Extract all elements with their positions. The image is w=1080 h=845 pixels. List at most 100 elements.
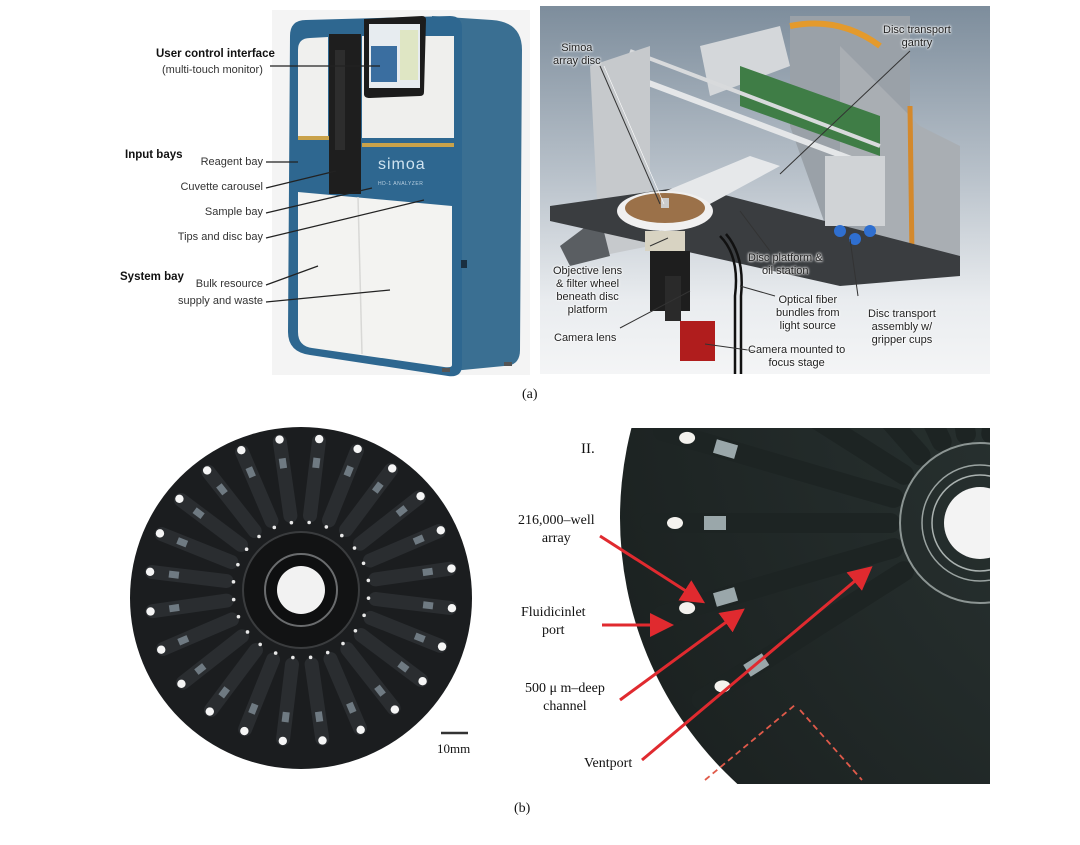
disc-channel [323, 651, 367, 735]
label-line: & filter wheel [556, 278, 620, 290]
disc-well-array [422, 601, 434, 610]
disc-inlet-port [437, 642, 447, 651]
disc-well-array [346, 701, 357, 714]
closeup-channels [640, 428, 990, 710]
label-line: gantry [901, 37, 933, 49]
label-line: assembly w/ [871, 321, 933, 333]
disc-vent-port [291, 655, 295, 660]
arrow-vent-port [641, 566, 873, 762]
closeup-inlet-port [679, 602, 696, 615]
label-channel: 500 μ m–deep channel [525, 680, 605, 716]
group-input-bays: Input bays [125, 149, 183, 161]
disc-well-array [245, 466, 256, 479]
closeup-inlet-port [679, 431, 696, 444]
disc-inlet-port [356, 725, 365, 734]
group-system-bay: System bay [120, 271, 184, 283]
disc-vent-port [273, 651, 278, 655]
disc-inlet-port [278, 736, 288, 746]
disc-channel [203, 642, 263, 717]
label-line: Disc transport [868, 308, 936, 320]
arrow-channel [619, 608, 745, 702]
disc-inlet-port [240, 726, 249, 736]
optics-mechanism [550, 16, 960, 374]
label-line: Simoa [561, 42, 593, 54]
disc-channels [145, 434, 457, 746]
disc-vent-port [361, 561, 366, 566]
label-line: Fluidicinlet [521, 605, 586, 620]
disc-inlet-port [237, 446, 246, 455]
disc-well-array [168, 570, 180, 579]
disc-channel [156, 612, 240, 656]
label-line: Camera lens [554, 332, 617, 344]
disc-well-array [412, 534, 425, 545]
disc-vent-port [341, 641, 345, 646]
disc-well-array [168, 603, 180, 613]
disc-vent-port [340, 533, 344, 538]
closeup-disc [620, 428, 990, 784]
disc-inlet-port [155, 529, 165, 538]
leader-sample-bay [265, 187, 373, 214]
label-disc-transport-assembly: Disc transport assembly w/ gripper cups [868, 308, 936, 347]
disc-vent-port [307, 520, 311, 525]
disc-channel [235, 445, 279, 529]
label-line: channel [543, 699, 587, 714]
disc-vent-port [231, 597, 236, 602]
disc-channel [304, 657, 330, 746]
disc-inlet-port [416, 491, 425, 501]
label-line: Camera mounted to [748, 344, 846, 356]
closeup-well-array [713, 439, 739, 459]
disc-channel [368, 591, 457, 615]
label-line: 216,000–well [518, 513, 595, 528]
disc-inlet-port [202, 466, 212, 475]
label-disc-platform: Disc platform & oil station [748, 252, 823, 278]
disc-well-array [218, 686, 230, 699]
label-line: array [541, 531, 571, 546]
label-line: Disc transport [883, 24, 951, 36]
closeup-well-array [713, 587, 739, 607]
label-disc-transport-gantry: Disc transport gantry [883, 24, 951, 50]
disc-vent-port [308, 655, 313, 660]
disc-inlet-port [145, 567, 155, 577]
disc-channel [272, 434, 298, 523]
disc-channel [363, 610, 448, 653]
label-line: beneath disc [556, 291, 619, 303]
closeup-channel [653, 538, 904, 626]
disc-well-array [176, 537, 189, 548]
disc-inlet-port [175, 494, 184, 503]
disc-vent-port [244, 547, 249, 551]
disc-well-array [281, 711, 290, 723]
brand-logo: simoa [378, 156, 426, 173]
disc-vent-port [325, 650, 330, 655]
label-supply-waste: supply and waste [178, 295, 263, 307]
label-line: array disc [553, 55, 601, 67]
disc-inlet-port [390, 705, 400, 714]
label-line: focus stage [768, 357, 825, 369]
disc-vent-port [258, 642, 262, 647]
disc-well-array [216, 483, 228, 496]
closeup-well-array [704, 516, 726, 530]
disc-center-hole [277, 566, 325, 614]
disc-inlet-port [436, 526, 445, 535]
disc-well-array [314, 711, 324, 723]
disc-vent-port [257, 534, 261, 539]
disc-inlet-port [318, 736, 327, 745]
caption-a: (a) [522, 387, 538, 402]
closeup-inlet-port [667, 517, 683, 529]
disc-channel [175, 629, 249, 690]
brand-subtitle: HD-1 ANALYZER [378, 181, 424, 187]
disc-vent-port [362, 613, 366, 618]
disc-inlet-port [447, 603, 457, 613]
disc-inlet-port [353, 444, 362, 454]
closeup-channel [811, 428, 915, 485]
instrument-cabinet [288, 16, 522, 377]
disc-channel [145, 593, 234, 619]
disc-channel [321, 443, 364, 528]
disc-channel [238, 652, 281, 737]
disc-vent-port [289, 520, 294, 525]
disc-channel [145, 565, 234, 589]
label-line: light source [779, 320, 836, 332]
dashed-guide-left [704, 704, 796, 781]
disc-inlet-port [447, 564, 456, 573]
